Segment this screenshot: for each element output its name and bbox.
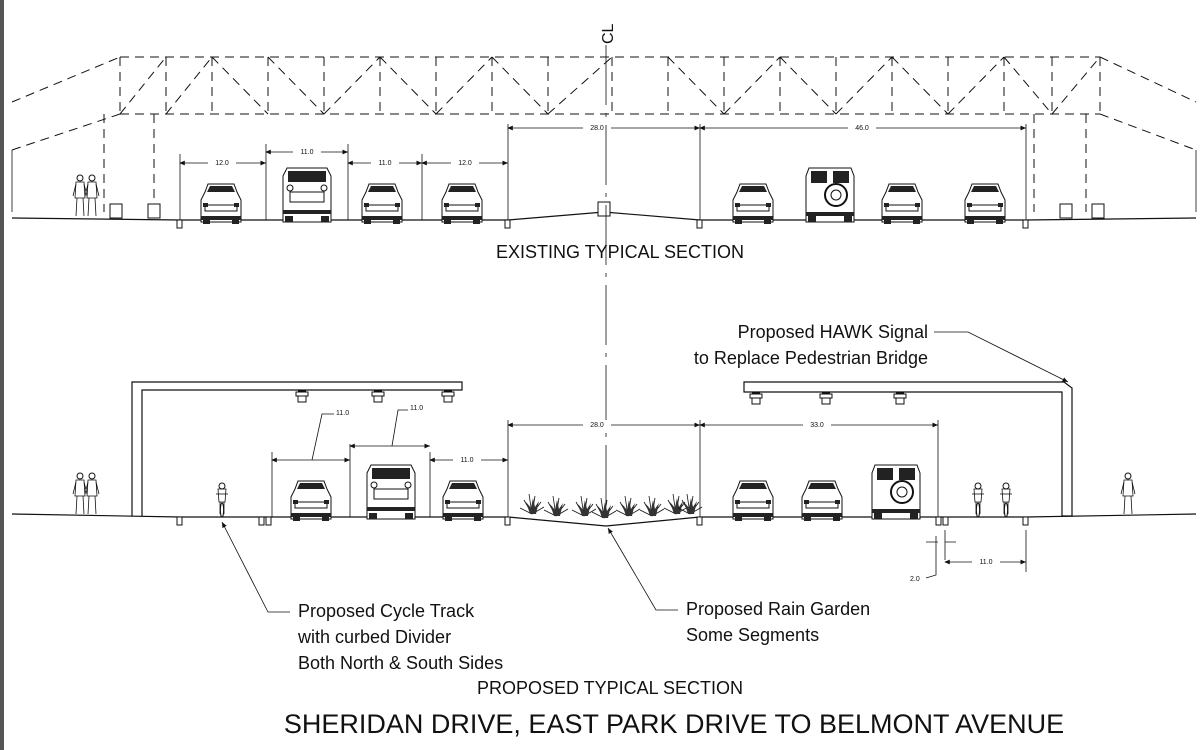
rain-callout-line-1: Proposed Rain Garden [686,599,870,619]
proposed-vehicle [290,480,332,522]
existing-vehicle [732,183,774,225]
dim-label: 12.0 [215,160,229,167]
dim-label: 11.0 [460,457,473,464]
drawing-main-title: SHERIDAN DRIVE, EAST PARK DRIVE TO BELMO… [284,709,1064,739]
proposed-section: 11.0 11.0 11.0 28.0 33.0 11.0 2.0 Propos… [11,322,1197,698]
cycle-callout-line-3: Both North & South Sides [298,653,503,673]
centerline-label: CL [600,23,617,44]
dim-label: 11.0 [300,149,313,156]
dim-label: 11.0 [336,410,349,417]
existing-section: 12.0 11.0 11.0 12.0 28.0 46.0 EXISTING T… [11,56,1197,262]
existing-vehicle [881,183,923,225]
proposed-dimensions: 11.0 11.0 11.0 28.0 33.0 11.0 2.0 [271,405,1027,583]
pedestrian-bridge [11,56,1197,219]
centerline: CL [600,23,617,520]
dim-label: 11.0 [378,160,391,167]
rain-garden-callout: Proposed Rain Garden Some Segments [607,527,870,645]
proposed-section-title: PROPOSED TYPICAL SECTION [477,678,743,698]
dim-label: 11.0 [410,405,423,412]
rain-garden-plants [519,493,703,519]
existing-section-title: EXISTING TYPICAL SECTION [496,242,744,262]
dim-label: 11.0 [979,559,992,566]
dim-label: 46.0 [855,125,869,132]
existing-vehicle [964,183,1006,225]
existing-vehicle [361,183,403,225]
hawk-callout-line-2: to Replace Pedestrian Bridge [694,348,928,368]
cycle-track-callout: Proposed Cycle Track with curbed Divider… [221,521,503,673]
proposed-vehicle [871,464,921,520]
dim-label: 12.0 [458,160,472,167]
dim-label: 28.0 [590,422,604,429]
proposed-vehicle [801,480,843,522]
dim-label: 2.0 [910,576,920,583]
hawk-callout-line-1: Proposed HAWK Signal [738,322,928,342]
existing-vehicle [441,183,483,225]
proposed-vehicle [442,480,484,522]
hawk-signal-callout: Proposed HAWK Signal to Replace Pedestri… [694,322,1069,383]
existing-vehicle [805,167,855,223]
dim-label: 33.0 [810,422,824,429]
proposed-vehicle [732,480,774,522]
hawk-signal-mast-left [131,381,463,516]
existing-vehicle [282,167,332,223]
cycle-callout-line-2: with curbed Divider [297,627,451,647]
proposed-vehicle [366,464,416,520]
cycle-callout-line-1: Proposed Cycle Track [298,601,475,621]
rain-callout-line-2: Some Segments [686,625,819,645]
existing-dimensions: 12.0 11.0 11.0 12.0 28.0 46.0 [179,123,1027,220]
existing-vehicle [200,183,242,225]
dim-label: 28.0 [590,125,604,132]
